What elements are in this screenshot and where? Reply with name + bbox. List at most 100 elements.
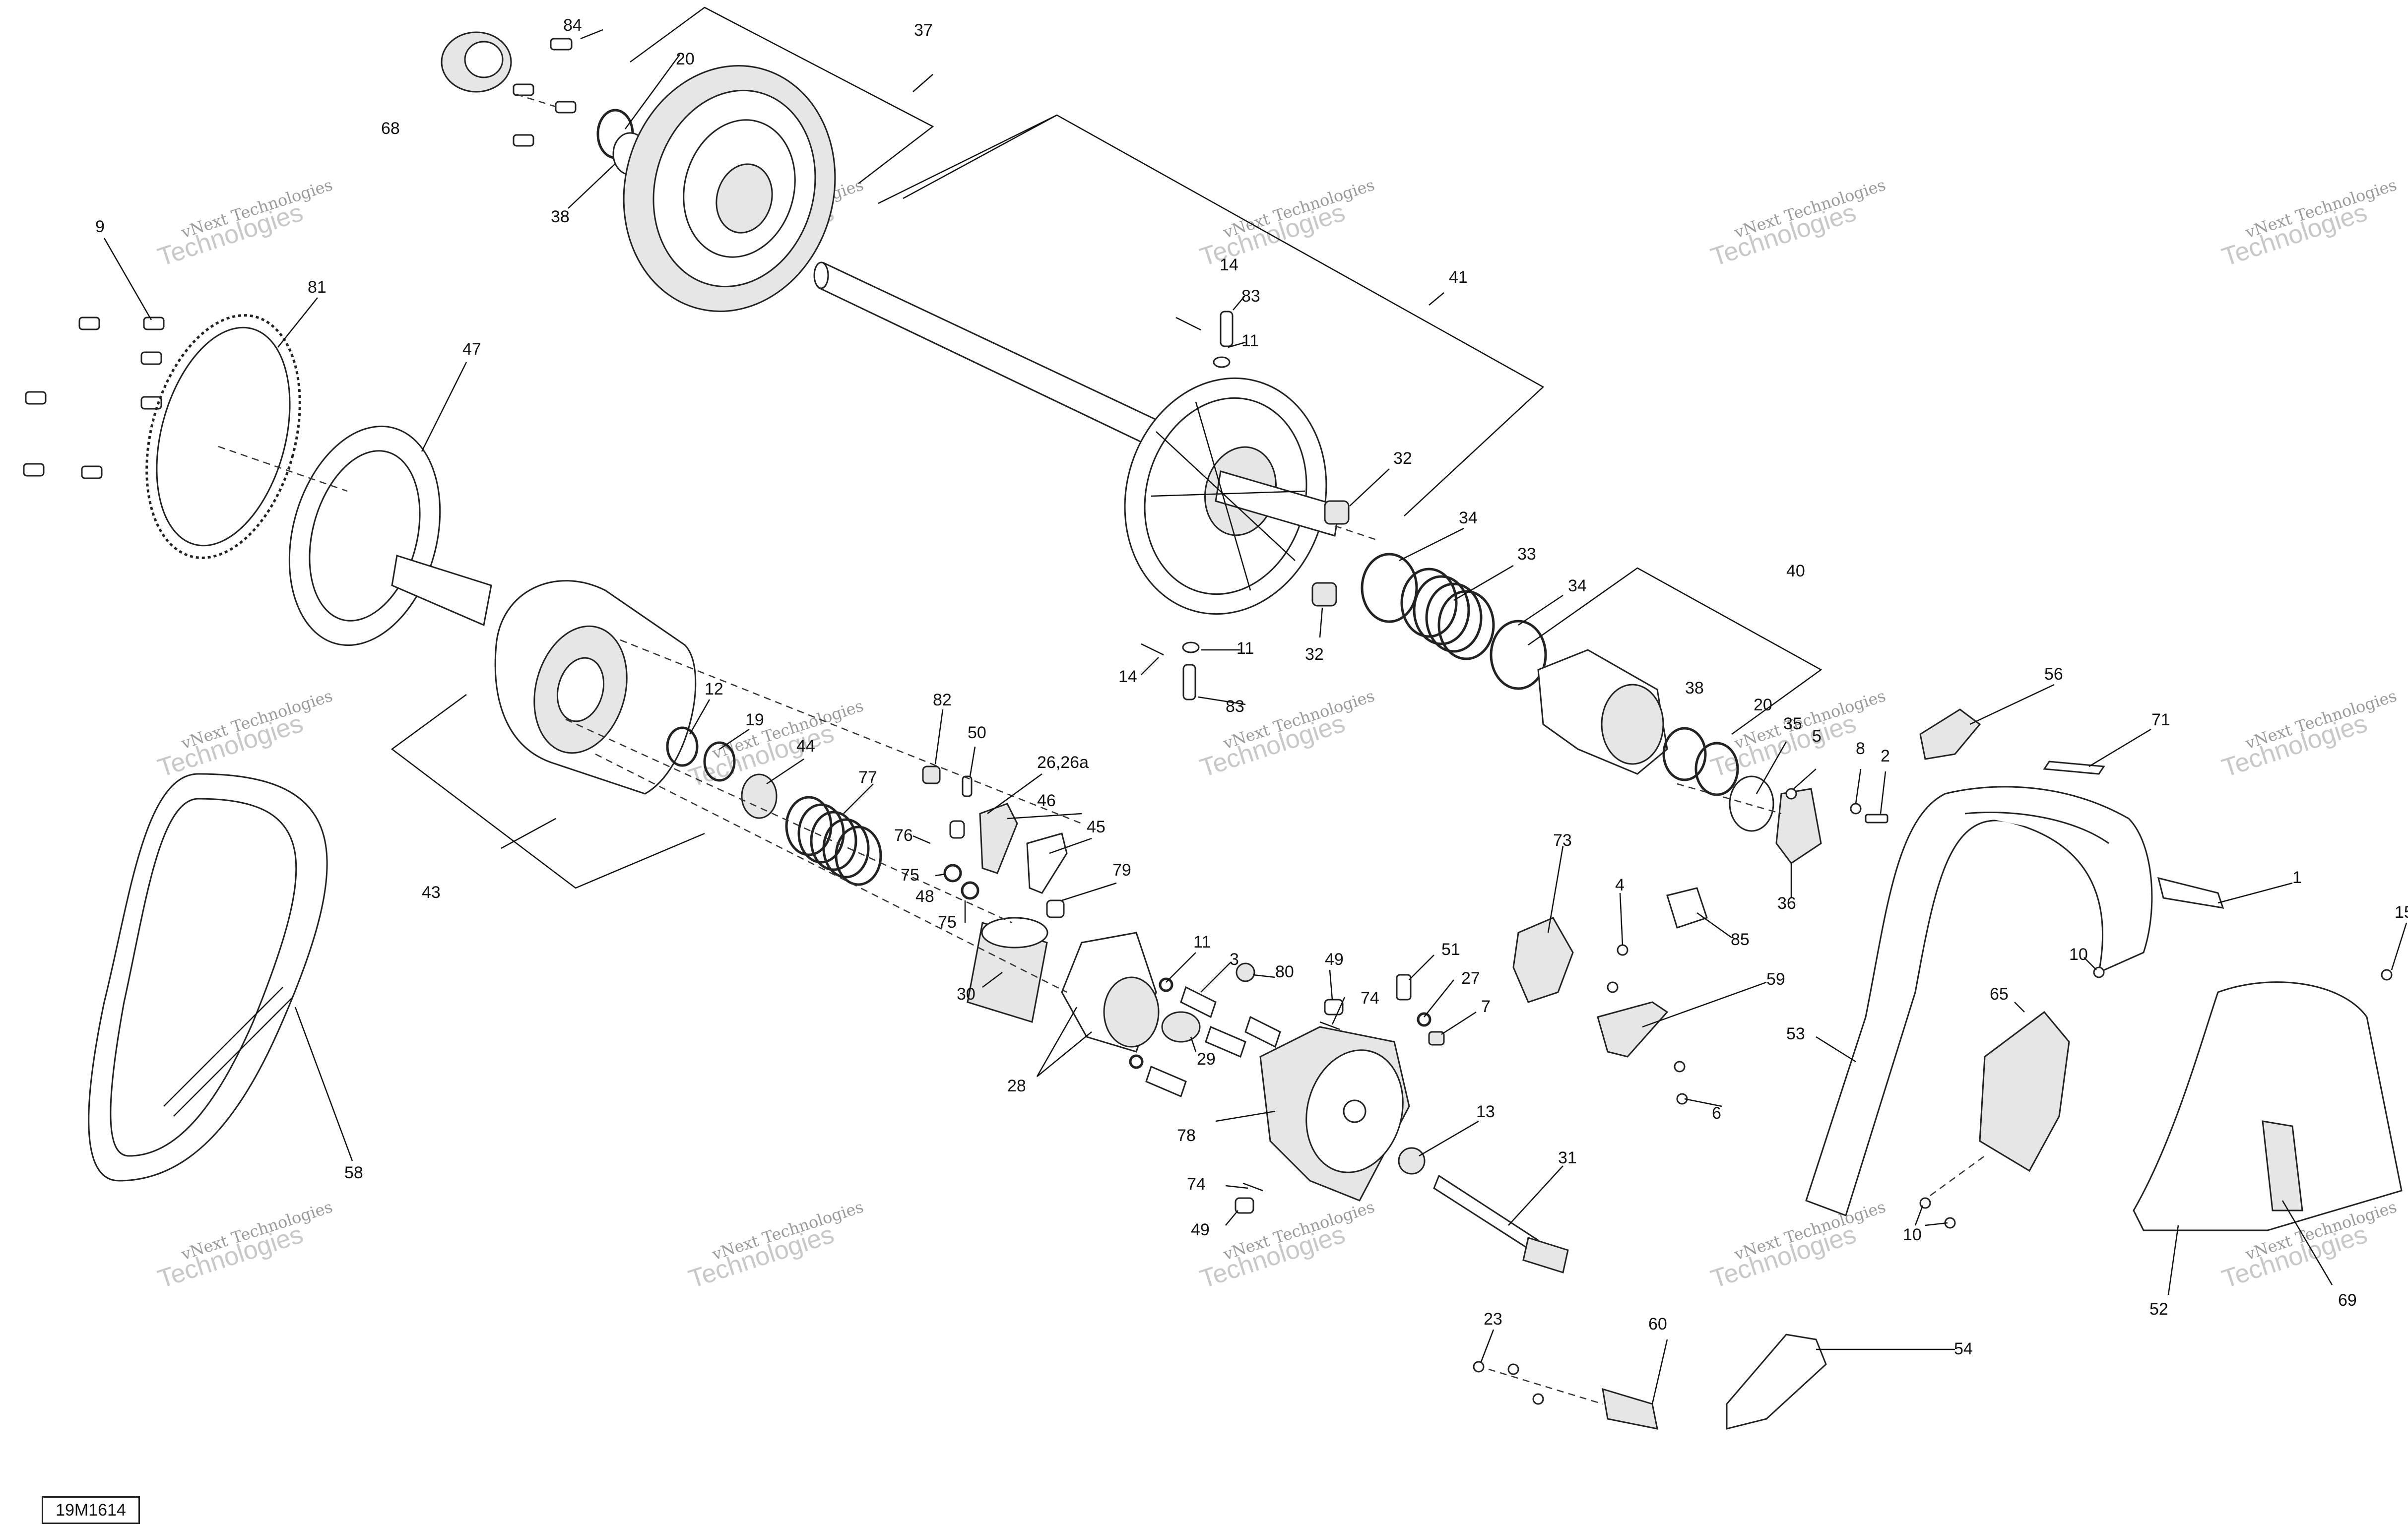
- callout-74-top: 74: [1361, 989, 1379, 1008]
- callout-11-top: 11: [1241, 331, 1259, 350]
- callout-5: 5: [1812, 727, 1822, 746]
- callout-45: 45: [1087, 818, 1106, 836]
- callout-14-bottom: 14: [1118, 667, 1137, 686]
- callout-47: 47: [462, 340, 481, 359]
- callout-20-right: 20: [1754, 696, 1772, 714]
- callout-78: 78: [1177, 1126, 1196, 1145]
- part-83-11-14-pins: [1141, 311, 1234, 700]
- callout-51: 51: [1441, 940, 1460, 959]
- callout-50: 50: [968, 723, 986, 742]
- part-43-drive-housing: [494, 580, 697, 795]
- part-flyweight-hardware: [912, 765, 1068, 918]
- callout-labels: 84 20 37 68 38 9 81 47 14 83 11 41 32 34…: [95, 16, 2408, 1358]
- part-cam-hardware: [1662, 727, 1888, 865]
- diagram-reference-id: 19M1614: [42, 1496, 140, 1524]
- callout-46: 46: [1037, 791, 1056, 810]
- callout-73: 73: [1553, 831, 1572, 850]
- callout-1: 1: [2292, 868, 2302, 887]
- part-41-driven-shaft: [813, 261, 1172, 453]
- callout-6: 6: [1712, 1104, 1721, 1123]
- assembly-dashed-lines: [218, 93, 1985, 1405]
- part-53-guard-frame: [1805, 786, 2153, 1216]
- part-78-carrier: [1259, 1026, 1410, 1202]
- callout-58: 58: [344, 1163, 363, 1182]
- callout-59: 59: [1766, 970, 1785, 989]
- part-spider-bolts: [1129, 962, 1281, 1098]
- callout-83-bottom: 83: [1226, 697, 1244, 716]
- callout-81: 81: [308, 278, 326, 297]
- part-54-60-brackets: [1473, 1334, 1827, 1430]
- part-28-spider: [1061, 932, 1160, 1053]
- part-56-71-1: [1919, 708, 2224, 909]
- part-51-27-7-hardware: [1396, 974, 1445, 1046]
- callout-23: 23: [1484, 1310, 1502, 1329]
- callout-27: 27: [1461, 969, 1480, 988]
- callout-10-bottom: 10: [1903, 1225, 1922, 1244]
- callout-38: 38: [551, 207, 570, 226]
- part-32-rollers: [1311, 500, 1350, 607]
- part-41-movable-sheave: [1124, 377, 1341, 615]
- callout-74-bottom: 74: [1187, 1175, 1206, 1194]
- callout-34-bottom: 34: [1568, 576, 1587, 595]
- callout-7: 7: [1481, 997, 1491, 1016]
- callout-76: 76: [894, 826, 913, 845]
- callout-31: 31: [1558, 1148, 1577, 1167]
- callout-11-bottom: 11: [1237, 639, 1254, 658]
- callout-4: 4: [1615, 876, 1625, 894]
- callout-19: 19: [745, 710, 764, 729]
- callout-60: 60: [1648, 1315, 1667, 1334]
- callout-32-top: 32: [1393, 449, 1412, 468]
- leader-lines: [103, 6, 2408, 1404]
- callout-79: 79: [1112, 861, 1131, 880]
- part-85-label: [1666, 887, 1708, 929]
- part-77-spring: [785, 796, 882, 886]
- callout-65: 65: [1990, 985, 2009, 1004]
- callout-40: 40: [1786, 562, 1805, 580]
- callout-75-top: 75: [901, 866, 919, 885]
- callout-32-bottom: 32: [1305, 645, 1324, 664]
- part-81-ring-gear: [145, 314, 301, 559]
- callout-84: 84: [563, 16, 582, 35]
- callout-33: 33: [1517, 545, 1536, 564]
- part-84-bolts: [513, 38, 577, 147]
- part-37-fixed-sheave: [623, 64, 836, 313]
- callout-35: 35: [1783, 714, 1802, 733]
- part-33-34-spring: [1361, 553, 1547, 690]
- callout-52: 52: [2149, 1300, 2168, 1319]
- callout-77: 77: [858, 768, 877, 787]
- callout-53: 53: [1786, 1024, 1805, 1043]
- callout-85: 85: [1731, 930, 1750, 949]
- callout-56: 56: [2044, 665, 2063, 684]
- callout-49-top: 49: [1325, 950, 1344, 969]
- callout-38-right: 38: [1685, 679, 1704, 698]
- part-65-bracket: [1919, 966, 2105, 1229]
- part-9-bolts: [23, 317, 165, 479]
- callout-2: 2: [1881, 747, 1890, 765]
- callout-49-bottom: 49: [1191, 1220, 1210, 1239]
- part-59-bracket: [1597, 944, 1688, 1105]
- part-47-drive-sheave: [288, 425, 492, 646]
- part-12-19-44-washers: [666, 726, 778, 819]
- callout-82: 82: [933, 691, 952, 709]
- callout-14-top: 14: [1220, 255, 1238, 274]
- callout-15: 15: [2395, 903, 2408, 922]
- callout-12: 12: [705, 680, 723, 699]
- callout-83-top: 83: [1241, 287, 1260, 306]
- callout-68: 68: [381, 119, 400, 138]
- callout-71: 71: [2151, 710, 2170, 729]
- callout-13: 13: [1476, 1102, 1495, 1121]
- callout-26: 26,26a: [1037, 753, 1089, 772]
- callout-28: 28: [1007, 1077, 1026, 1095]
- callout-36: 36: [1777, 894, 1796, 913]
